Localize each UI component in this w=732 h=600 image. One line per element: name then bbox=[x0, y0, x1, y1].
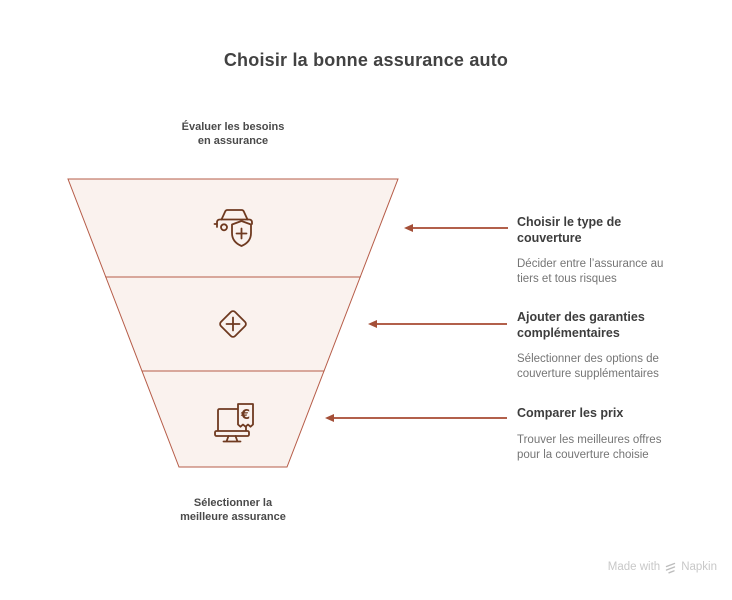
funnel-stage-3 bbox=[141, 370, 325, 468]
step-1-description: Décider entre l’assurance au tiers et to… bbox=[517, 258, 664, 285]
step-block-2: Ajouter des garanties complémentaires Sé… bbox=[517, 310, 717, 382]
step-2-description: Sélectionner des options de couverture s… bbox=[517, 353, 659, 380]
watermark: Made with Napkin bbox=[608, 559, 717, 574]
funnel-bottom-label: Sélectionner la meilleure assurance bbox=[180, 497, 286, 523]
page-title: Choisir la bonne assurance auto bbox=[223, 50, 509, 70]
step-block-1: Choisir le type de couverture Décider en… bbox=[517, 215, 717, 287]
step-2-heading: Ajouter des garanties complémentaires bbox=[517, 310, 645, 340]
diamond-plus-icon bbox=[219, 310, 247, 338]
step-3-description: Trouver les meilleures offres pour la co… bbox=[517, 433, 662, 461]
napkin-logo-icon bbox=[665, 562, 676, 574]
funnel-diagram: € bbox=[67, 178, 399, 468]
arrow-step-3 bbox=[325, 414, 507, 422]
step-3-heading: Comparer les prix bbox=[517, 406, 624, 420]
arrow-step-2 bbox=[368, 320, 507, 328]
watermark-brand: Napkin bbox=[681, 560, 717, 573]
car-shield-plus-icon bbox=[213, 209, 253, 247]
watermark-prefix: Made with bbox=[607, 560, 661, 573]
step-1-heading: Choisir le type de couverture bbox=[517, 215, 622, 245]
monitor-euro-receipt-icon: € bbox=[214, 403, 254, 443]
funnel-top-label: Évaluer les besoins en assurance bbox=[181, 121, 285, 147]
step-block-3: Comparer les prix Trouver les meilleures… bbox=[517, 406, 717, 463]
svg-text:€: € bbox=[240, 408, 250, 423]
arrow-step-1 bbox=[404, 224, 508, 232]
